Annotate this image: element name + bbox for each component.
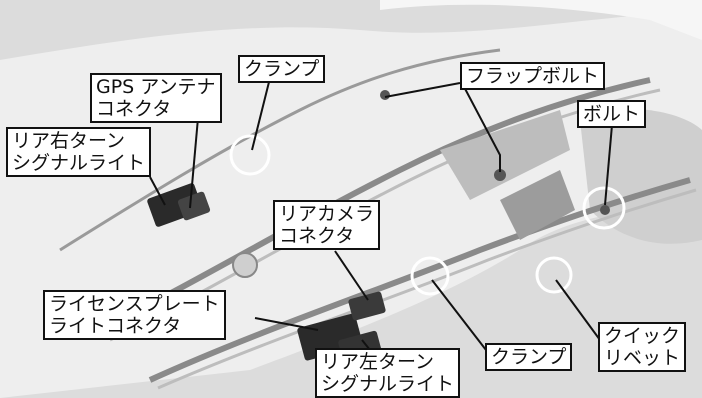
quick-rivet-label: クイック リベット	[598, 322, 687, 372]
round-part	[232, 252, 258, 278]
quick-rivet-circle	[535, 256, 573, 294]
leader-quick-rivet	[555, 279, 601, 341]
right-turn-line2: シグナルライト	[12, 152, 146, 174]
leader-rear-camera	[334, 250, 369, 301]
leader-clamp-lower	[431, 279, 487, 351]
right-turn-line1: リア右ターン	[12, 130, 126, 152]
bracket-2	[500, 170, 575, 240]
leader-lines	[149, 77, 613, 351]
leader-bolt	[604, 124, 613, 206]
flap-bolt-text: フラップボルト	[466, 65, 600, 87]
flap-bolt-head	[494, 169, 506, 181]
left-turn-line2: シグナルライト	[321, 373, 455, 395]
bolt-circle	[582, 186, 626, 230]
bolt-label: ボルト	[577, 100, 647, 128]
camera-line2: コネクタ	[279, 225, 355, 247]
license-plate-light-connector-label: ライセンスプレート ライトコネクタ	[43, 290, 226, 340]
camera-line1: リアカメラ	[279, 203, 375, 225]
leader-gps	[189, 117, 199, 209]
flap-bolt-upper	[380, 90, 390, 100]
license-line1: ライセンスプレート	[49, 293, 220, 315]
left-turn-line1: リア左ターン	[321, 351, 435, 373]
harness-lower	[148, 177, 691, 383]
harness-upper	[98, 77, 651, 333]
leader-clamp-upper	[251, 77, 271, 151]
bolt-text: ボルト	[583, 103, 641, 125]
license-line2: ライトコネクタ	[49, 315, 182, 337]
leader-right-turn	[149, 176, 166, 206]
connector-gps	[177, 191, 211, 221]
bracket	[440, 110, 570, 200]
clamp-lower-circle	[410, 256, 450, 296]
connector-rear-camera	[348, 291, 386, 321]
rivet-line1: クイック	[604, 325, 681, 347]
harness-back	[59, 48, 501, 252]
flap-bolt-label: フラップボルト	[460, 62, 606, 90]
bolt-head	[600, 205, 610, 215]
clamp-upper-circle	[229, 134, 271, 176]
rear-right-turn-signal-label: リア右ターン シグナルライト	[6, 127, 152, 177]
leader-license	[254, 317, 319, 331]
rear-camera-connector-label: リアカメラ コネクタ	[273, 200, 381, 250]
gps-antenna-connector-label: GPS アンテナ コネクタ	[90, 73, 222, 123]
clamp-upper-label: クランプ	[238, 55, 326, 83]
gps-label-line1: GPS アンテナ	[96, 76, 216, 98]
rivet-line2: リベット	[604, 347, 681, 369]
upper-panel	[380, 0, 702, 40]
harness-lower-shine	[157, 188, 697, 390]
clamp-lower-text: クランプ	[491, 346, 567, 368]
leader-flap-bolt-2	[461, 82, 501, 172]
gps-label-line2: コネクタ	[96, 98, 172, 120]
leader-flap-bolt	[384, 82, 461, 98]
clamp-upper-text: クランプ	[244, 58, 320, 80]
clamp-lower-label: クランプ	[485, 343, 573, 371]
rear-left-turn-signal-label: リア左ターン シグナルライト	[315, 348, 461, 398]
